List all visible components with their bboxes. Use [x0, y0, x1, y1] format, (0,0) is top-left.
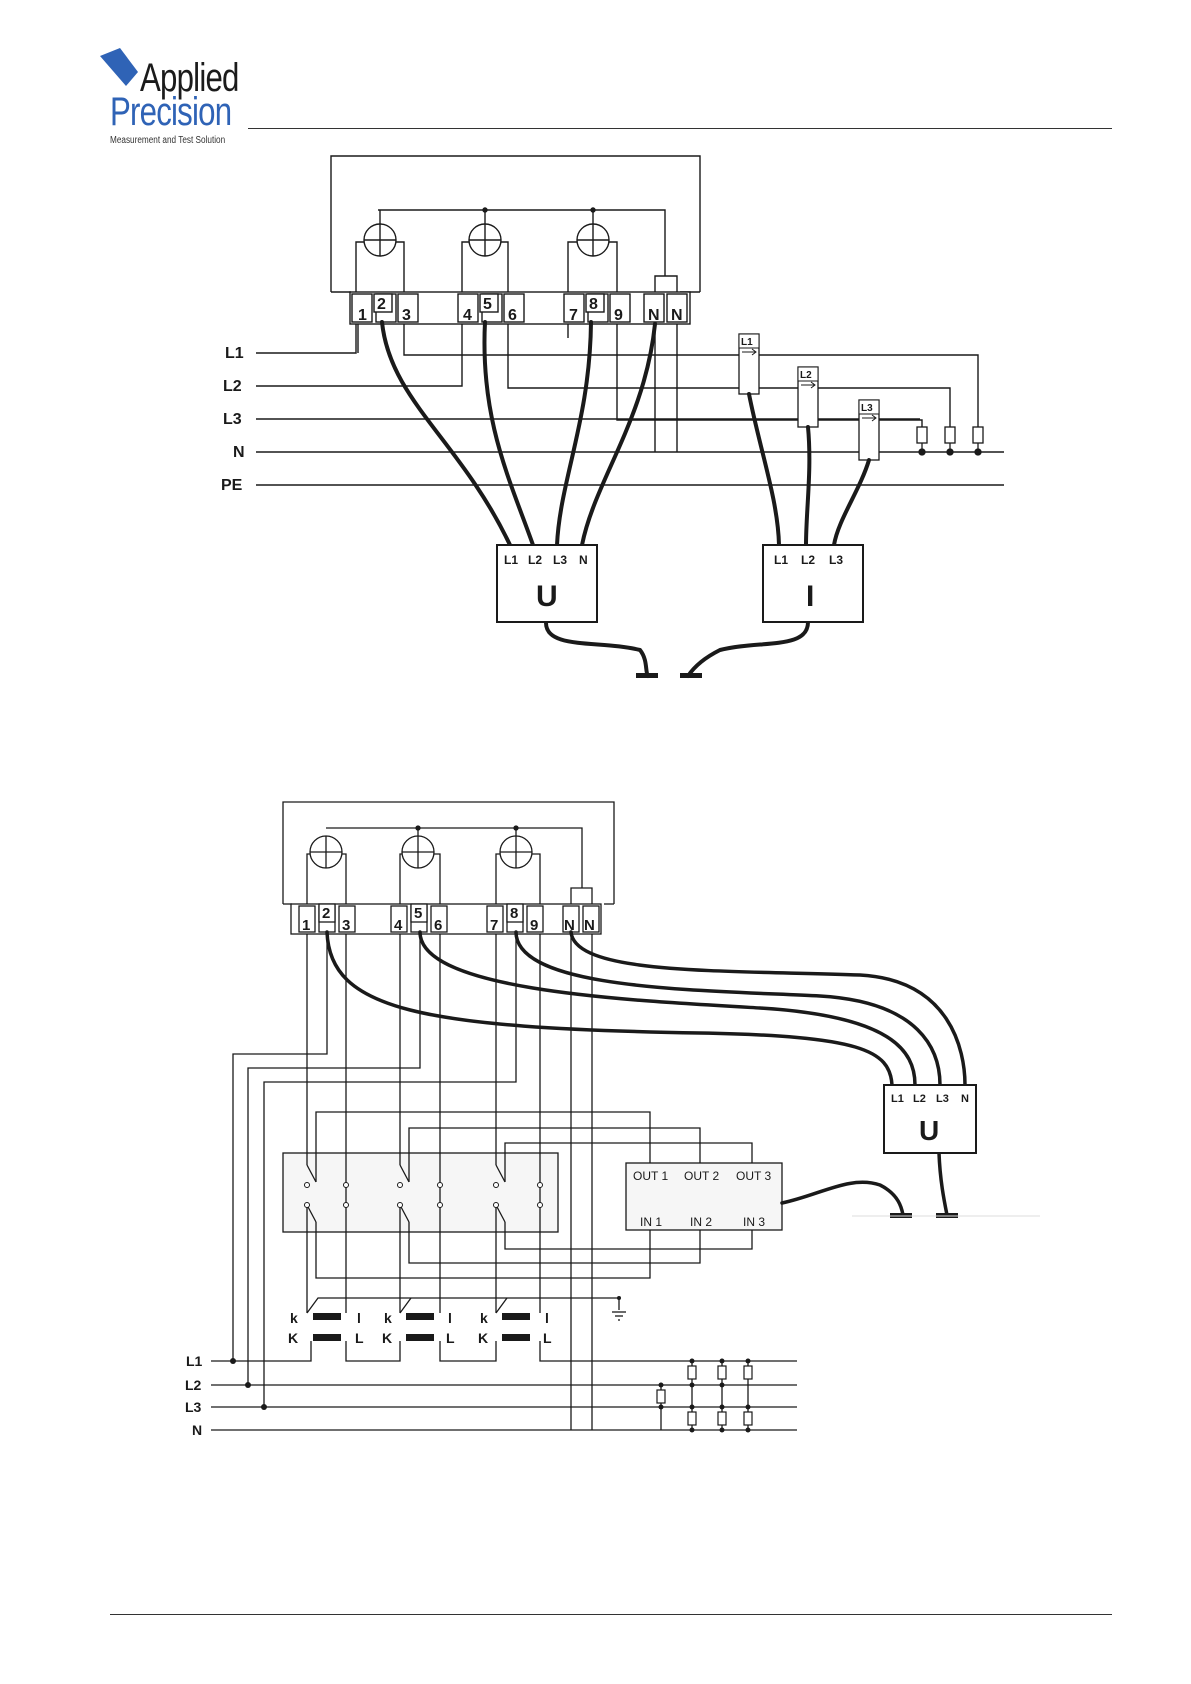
d2-line-labels: L1 L2 L3 N	[185, 1353, 203, 1438]
d2-terminal-4: 4	[394, 917, 403, 934]
d2-ct1-l-pri: L	[355, 1330, 364, 1346]
d2-label-l1: L1	[186, 1353, 203, 1369]
d2-out3-label: OUT 3	[736, 1169, 771, 1183]
d2-in1-label: IN 1	[640, 1215, 662, 1229]
d2-terminal-block	[291, 904, 601, 934]
d2-calibrator-box: OUT 1 OUT 2 OUT 3 IN 1 IN 2 IN 3	[626, 1163, 782, 1230]
d2-ct3-k-pri: K	[478, 1330, 488, 1346]
d2-terminal-7: 7	[490, 917, 498, 934]
d2-terminal-9: 9	[530, 917, 538, 934]
d2-out1-label: OUT 1	[633, 1169, 668, 1183]
d2-ct1-k-sec: k	[290, 1310, 298, 1326]
d2-voltage-box: L1 L2 L3 N U	[884, 1085, 976, 1153]
d2-resistors	[657, 1366, 752, 1425]
d2-terminal-3: 3	[342, 917, 350, 934]
d2-ct2-l-sec: l	[448, 1310, 452, 1326]
d2-ct3-l-pri: L	[543, 1330, 552, 1346]
d2-current-transformers	[313, 1313, 530, 1341]
d2-ct2-k-sec: k	[384, 1310, 392, 1326]
d2-ct2-l-pri: L	[446, 1330, 455, 1346]
d2-ct3-l-sec: l	[545, 1310, 549, 1326]
d2-u-label: U	[919, 1115, 939, 1146]
d2-terminal-n2: N	[584, 917, 595, 934]
d2-junctions	[230, 1296, 751, 1433]
d2-label-n: N	[192, 1422, 202, 1438]
d2-u-input-l3: L3	[936, 1093, 949, 1105]
d2-in2-label: IN 2	[690, 1215, 712, 1229]
d2-terminal-2: 2	[322, 905, 330, 922]
d2-ct1-l-sec: l	[357, 1310, 361, 1326]
d2-terminal-5: 5	[414, 905, 422, 922]
d2-terminal-1: 1	[302, 917, 310, 934]
d2-ct3-k-sec: k	[480, 1310, 488, 1326]
d2-label-l3: L3	[185, 1399, 202, 1415]
d2-terminal-8: 8	[510, 905, 518, 922]
d2-ct1-k-pri: K	[288, 1330, 298, 1346]
d2-u-input-l1: L1	[891, 1093, 904, 1105]
d2-meter-housing	[283, 802, 614, 904]
d2-in3-label: IN 3	[743, 1215, 765, 1229]
d2-label-l2: L2	[185, 1377, 202, 1393]
d2-u-input-l2: L2	[913, 1093, 926, 1105]
d2-ct2-k-pri: K	[382, 1330, 392, 1346]
d2-terminal-6: 6	[434, 917, 442, 934]
d2-u-input-n: N	[961, 1093, 969, 1105]
d2-out2-label: OUT 2	[684, 1169, 719, 1183]
